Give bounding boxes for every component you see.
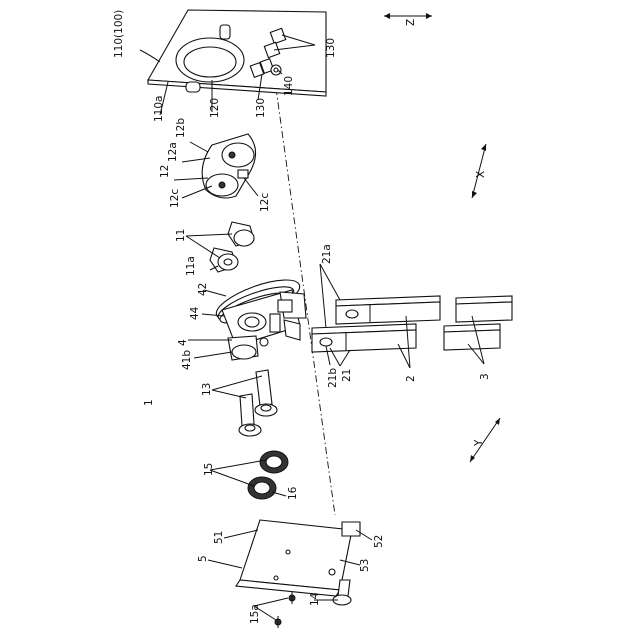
label-44: 44 <box>189 306 201 320</box>
label-1: 1 <box>143 399 155 406</box>
label-52: 52 <box>373 535 385 548</box>
label-3: 3 <box>479 373 491 380</box>
label-11a: 11a <box>185 256 197 276</box>
label-11: 11 <box>175 229 187 242</box>
label-4: 4 <box>177 339 189 346</box>
label-130-top: 130 <box>325 38 337 58</box>
body-4 <box>212 272 306 360</box>
label-42: 42 <box>197 283 209 296</box>
label-z: Z <box>405 19 417 26</box>
pins-15a <box>275 592 295 628</box>
label-12a: 12a <box>167 142 179 162</box>
label-41b: 41b <box>181 350 193 370</box>
holder-12 <box>202 134 255 198</box>
label-110: 110(100) <box>113 10 125 58</box>
label-x: X <box>475 171 487 178</box>
label-110a: 110a <box>153 96 165 122</box>
label-12b: 12b <box>175 118 187 138</box>
label-21: 21 <box>341 369 353 382</box>
label-5: 5 <box>197 555 209 562</box>
bushings-11 <box>210 222 254 272</box>
label-140: 140 <box>283 76 295 96</box>
label-130-bottom: 130 <box>255 98 267 118</box>
label-12c-right: 12c <box>259 193 271 212</box>
label-13: 13 <box>201 383 213 396</box>
label-14: 14 <box>309 592 321 606</box>
label-16: 16 <box>287 486 299 500</box>
label-15a: 15a <box>249 604 261 624</box>
nuts-15 <box>248 451 288 499</box>
label-12c-left: 12c <box>169 189 181 208</box>
label-2: 2 <box>405 375 417 382</box>
screws-13 <box>239 370 277 436</box>
label-53: 53 <box>359 559 371 572</box>
terminals-2 <box>312 296 440 352</box>
panel-110 <box>148 10 326 96</box>
label-21a: 21a <box>321 244 333 264</box>
label-120: 120 <box>209 98 221 118</box>
label-y: Y <box>473 439 485 447</box>
label-12: 12 <box>159 165 171 178</box>
label-21b: 21b <box>327 368 339 388</box>
label-51: 51 <box>213 531 225 544</box>
axis-arrow-z <box>384 13 432 19</box>
label-15: 15 <box>203 463 215 476</box>
